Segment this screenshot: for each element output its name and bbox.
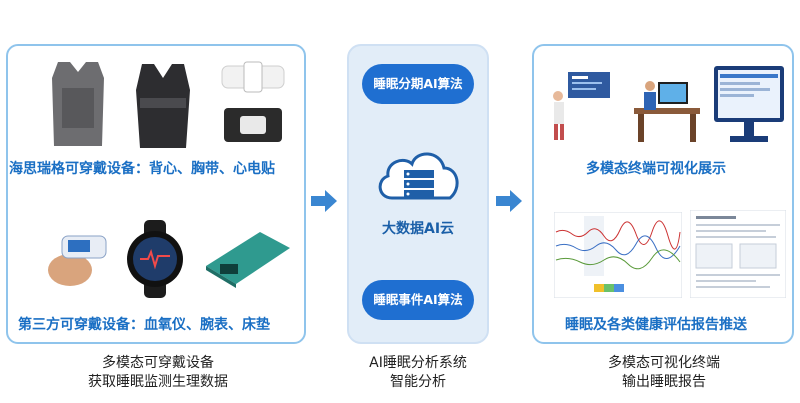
third-party-devices-label: 第三方可穿戴设备：血氧仪、腕表、床垫 — [18, 317, 270, 333]
vest-device-image — [52, 62, 104, 146]
smartwatch-image — [127, 220, 183, 298]
middle-caption-line2: 智能分析 — [390, 374, 446, 390]
middle-caption-line1: AI睡眠分析系统 — [369, 355, 467, 371]
big-data-ai-cloud-label: 大数据AI云 — [382, 221, 455, 237]
sleep-mattress-image — [206, 232, 290, 288]
sleep-event-algorithm-pill: 睡眠事件AI算法 — [362, 280, 474, 320]
left-caption: 多模态可穿戴设备 获取睡眠监测生理数据 — [58, 354, 258, 392]
right-caption-line1: 多模态可视化终端 — [608, 355, 720, 371]
health-assessment-report-image — [690, 210, 786, 298]
monitor-screen-image — [714, 66, 784, 142]
wearable-devices-panel — [6, 44, 306, 344]
cloud-server-icon — [378, 152, 459, 200]
workstation-image — [634, 81, 700, 142]
right-caption-line2: 输出睡眠报告 — [622, 374, 706, 390]
right-caption: 多模态可视化终端 输出睡眠报告 — [564, 354, 764, 392]
presenter-screen-image — [553, 72, 610, 140]
flow-arrow-right-icon — [311, 190, 337, 212]
left-caption-line1: 多模态可穿戴设备 — [102, 355, 214, 371]
middle-caption: AI睡眠分析系统 智能分析 — [318, 354, 518, 392]
visual-terminals-panel — [532, 44, 794, 344]
oximeter-image — [48, 235, 107, 286]
proprietary-devices-label: 海思瑞格可穿戴设备：背心、胸带、心电贴 — [9, 161, 275, 177]
left-caption-line2: 获取睡眠监测生理数据 — [88, 374, 228, 390]
chest-belt-image — [136, 64, 190, 148]
flow-arrow-right-icon-2 — [496, 190, 522, 212]
terminal-display-label: 多模态终端可视化展示 — [586, 161, 726, 177]
sleep-report-image — [554, 212, 682, 298]
report-push-label: 睡眠及各类健康评估报告推送 — [565, 317, 747, 333]
ecg-patch-image — [221, 61, 285, 142]
sleep-staging-algorithm-pill: 睡眠分期AI算法 — [362, 64, 474, 104]
